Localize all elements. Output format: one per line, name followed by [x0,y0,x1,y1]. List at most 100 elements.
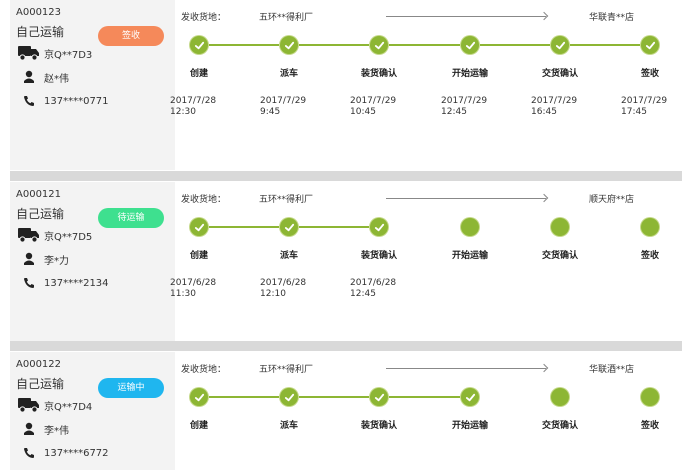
card-separator [10,341,682,351]
shipment-card[interactable]: A000123 自己运输 签收 京Q**7D3 赵*伟 137****0771 [10,0,682,170]
phone-number[interactable]: 137****2134 [44,277,109,289]
step-date: 2017/7/29 [350,96,397,106]
order-id: A000123 [16,7,62,18]
phone-row: 137****2134 [16,272,169,294]
check-icon [280,218,298,236]
step-date: 2017/6/28 [350,278,397,288]
progress-steps: 创建派车装货确认开始运输交货确认签收 [175,388,682,470]
pending-dot-icon [551,388,569,406]
step-label: 交货确认 [541,421,578,431]
check-icon [190,218,208,236]
progress-step: 装货确认 [334,388,424,432]
check-icon [461,388,479,406]
step-time: 12:45 [441,107,467,117]
step-date: 2017/7/29 [260,96,307,106]
check-icon [370,388,388,406]
progress-connector [209,226,279,228]
phone-icon [16,277,42,289]
progress-connector [209,396,279,398]
destination: 顺天府**店 [589,195,635,205]
check-icon [370,36,388,54]
origin: 五环**得利厂 [259,13,314,23]
destination: 华联酒**店 [589,365,635,375]
origin: 五环**得利厂 [259,195,314,205]
step-date: 2017/6/28 [170,278,217,288]
status-badge[interactable]: 运输中 [98,378,164,398]
step-label: 签收 [640,251,659,261]
step-time: 17:45 [621,107,647,117]
shipment-progress: 发收货地： 五环**得利厂 华联酒**店 创建派车装货确认开始运输交货确认签收 [175,352,682,470]
step-label: 交货确认 [541,69,578,79]
status-badge[interactable]: 待运输 [98,208,164,228]
transport-mode: 自己运输 [16,25,65,39]
phone-row: 137****6772 [16,442,169,464]
check-icon [641,36,659,54]
step-label: 开始运输 [451,251,488,261]
progress-connector [480,44,550,46]
step-label: 签收 [640,421,659,431]
status-badge[interactable]: 签收 [98,26,164,46]
step-label: 装货确认 [360,421,397,431]
shipment-card[interactable]: A000121 自己运输 待运输 京Q**7D5 李*力 137****2134 [10,182,682,342]
route-label: 发收货地： [181,365,227,375]
step-label: 创建 [189,251,208,261]
progress-step: 开始运输 [425,388,515,432]
pending-dot-icon [641,388,659,406]
truck-icon [16,45,42,61]
transport-mode: 自己运输 [16,377,65,391]
progress-step: 签收 [605,388,695,432]
shipment-summary: A000121 自己运输 待运输 京Q**7D5 李*力 137****2134 [10,182,175,342]
progress-step: 开始运输 [425,218,515,262]
progress-step: 交货确认 [515,218,605,262]
shipment-card[interactable]: A000122 自己运输 运输中 京Q**7D4 李*伟 137****6772 [10,352,682,470]
origin: 五环**得利厂 [259,365,314,375]
user-icon [16,252,42,266]
step-label: 签收 [640,69,659,79]
pending-dot-icon [551,218,569,236]
step-date: 2017/7/29 [441,96,488,106]
phone-number[interactable]: 137****6772 [44,447,109,459]
step-label: 创建 [189,69,208,79]
step-label: 装货确认 [360,251,397,261]
plate-number: 京Q**7D4 [44,401,93,413]
step-label: 派车 [279,251,298,261]
step-time: 9:45 [260,107,281,117]
progress-connector [299,226,369,228]
route-arrow-icon [386,198,546,199]
shipment-summary: A000123 自己运输 签收 京Q**7D3 赵*伟 137****0771 [10,0,175,170]
step-time: 12:45 [350,289,376,299]
driver-name: 李*伟 [44,425,69,437]
progress-step: 签收 [605,218,695,262]
step-time: 10:45 [350,107,376,117]
driver-name: 李*力 [44,255,69,267]
vehicle-row: 京Q**7D5 [16,224,169,246]
route: 发收货地： 五环**得利厂 华联酒**店 [181,362,682,376]
check-icon [461,36,479,54]
pending-dot-icon [461,218,479,236]
truck-icon [16,397,42,413]
step-label: 开始运输 [451,69,488,79]
step-date: 2017/7/29 [531,96,578,106]
step-label: 交货确认 [541,251,578,261]
step-label: 派车 [279,69,298,79]
truck-icon [16,227,42,243]
driver-row: 赵*伟 [16,66,169,88]
phone-row: 137****0771 [16,90,169,112]
progress-connector [570,44,640,46]
step-time: 12:10 [260,289,286,299]
step-time: 12:30 [170,107,196,117]
phone-number[interactable]: 137****0771 [44,95,109,107]
progress-step: 创建 [154,388,244,432]
step-date: 2017/7/29 [621,96,668,106]
